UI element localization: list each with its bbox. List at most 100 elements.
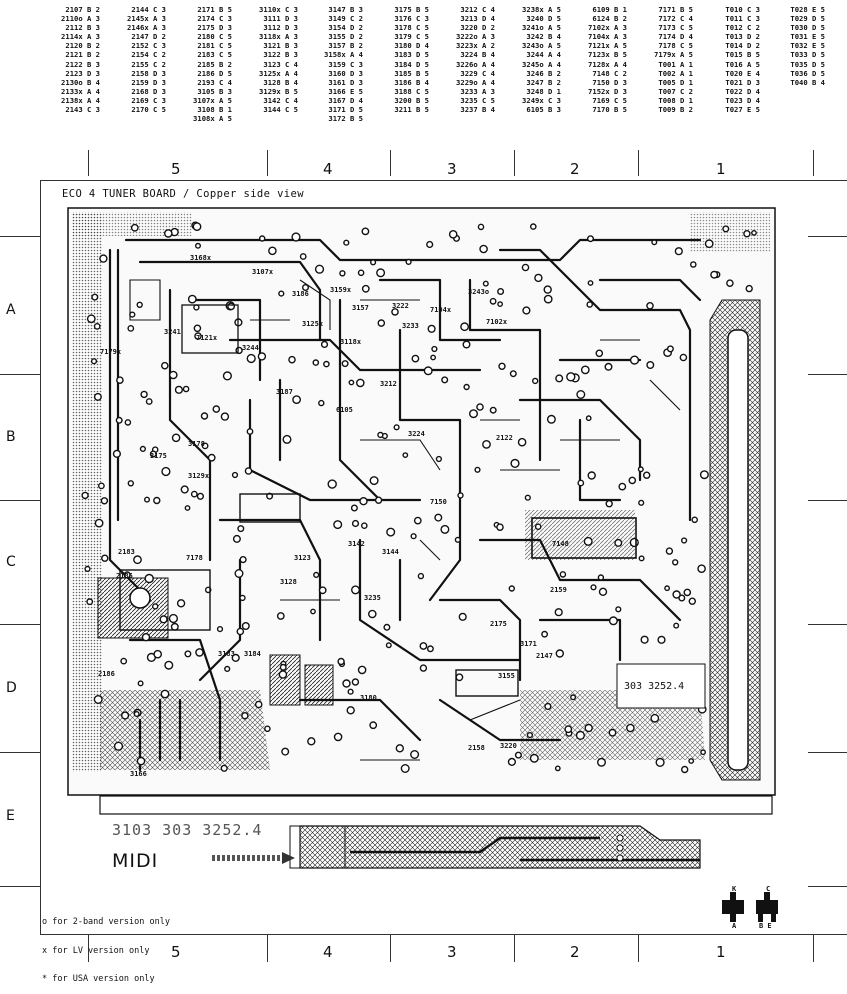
part-number-small: 303 3252.4 bbox=[624, 681, 685, 692]
component-ref-label: 2186 bbox=[98, 670, 115, 678]
solder-pad bbox=[745, 284, 753, 293]
solder-pad bbox=[149, 450, 157, 458]
solder-pad bbox=[140, 390, 148, 399]
solder-pad bbox=[351, 678, 360, 686]
solder-pad bbox=[587, 471, 596, 480]
solder-pad bbox=[201, 442, 209, 450]
index-entry: 2110o A 3 bbox=[61, 14, 100, 24]
index-entry: T015 B 5 bbox=[725, 50, 760, 60]
solder-pad bbox=[469, 409, 479, 419]
index-entry: T010 C 3 bbox=[725, 5, 760, 14]
index-entry: 2130o B 4 bbox=[61, 77, 100, 87]
index-entry: 7170 B 5 bbox=[592, 105, 627, 115]
zone-col-1-bottom: 1 bbox=[716, 943, 726, 961]
index-entry: 3246 B 2 bbox=[526, 68, 561, 78]
solder-pad bbox=[361, 227, 370, 236]
solder-pad bbox=[608, 616, 618, 626]
solder-pad bbox=[257, 352, 267, 361]
solder-pad bbox=[532, 377, 539, 385]
solder-pad bbox=[86, 598, 94, 606]
index-entry: 6124 B 2 bbox=[592, 14, 627, 24]
component-ref-label: 3183 bbox=[218, 650, 235, 658]
solder-pad bbox=[171, 433, 181, 443]
index-entry: 2181 C 5 bbox=[197, 41, 232, 51]
index-entry: 3223x A 2 bbox=[456, 41, 495, 51]
solder-pad bbox=[385, 642, 392, 649]
solder-pad bbox=[190, 490, 198, 498]
index-entry: 3229 C 4 bbox=[460, 68, 495, 78]
solder-pad bbox=[458, 612, 467, 621]
index-entry: 3247 B 2 bbox=[526, 77, 561, 87]
index-entry: 3200 B 5 bbox=[394, 95, 429, 105]
solder-pad bbox=[510, 458, 520, 469]
solder-pad bbox=[163, 229, 173, 238]
solder-pad bbox=[455, 673, 464, 682]
solder-pad bbox=[529, 753, 539, 763]
solder-pad bbox=[279, 663, 287, 671]
component-ref-label: 3128 bbox=[280, 578, 297, 586]
solder-pad bbox=[278, 290, 285, 297]
index-entry: 7123x B 5 bbox=[588, 50, 627, 60]
solder-pad bbox=[597, 574, 605, 581]
index-entry: 7171 B 5 bbox=[658, 5, 693, 14]
solder-pad bbox=[136, 756, 146, 766]
solder-pad bbox=[391, 308, 399, 316]
component-ref-label: 3166 bbox=[130, 770, 147, 778]
solder-pad bbox=[543, 285, 552, 294]
index-entry: 3220 D 2 bbox=[460, 23, 495, 33]
solder-pad bbox=[431, 345, 438, 353]
solder-pad bbox=[239, 555, 247, 564]
solder-pad bbox=[460, 322, 469, 332]
solder-pad bbox=[474, 466, 481, 473]
solder-pad bbox=[646, 361, 655, 370]
solder-pad bbox=[143, 496, 150, 503]
index-entry: T007 C 2 bbox=[658, 86, 693, 96]
solder-pad bbox=[426, 240, 434, 249]
solder-pad bbox=[127, 480, 135, 487]
solder-pad bbox=[544, 702, 552, 711]
solder-pad bbox=[489, 406, 497, 414]
solder-pad bbox=[184, 505, 191, 511]
solder-pad bbox=[751, 229, 757, 236]
index-entry: 2121 B 2 bbox=[65, 50, 100, 60]
component-ref-label: 3224 bbox=[408, 430, 425, 438]
solder-pad bbox=[307, 737, 316, 746]
solder-pad bbox=[207, 453, 216, 462]
solder-pad bbox=[377, 319, 386, 327]
index-entry: 3226o A 4 bbox=[456, 59, 495, 69]
index-entry: 2147 D 2 bbox=[131, 32, 166, 42]
solder-pad bbox=[395, 744, 404, 753]
solder-pad bbox=[666, 345, 674, 353]
index-entry: 3161 D 3 bbox=[328, 77, 363, 87]
solder-pad bbox=[640, 635, 649, 644]
index-entry: T031 E 5 bbox=[790, 32, 825, 42]
solder-pad bbox=[168, 613, 179, 624]
index-entry: 3112 D 3 bbox=[263, 23, 298, 33]
index-entry: 3149 C 2 bbox=[328, 14, 363, 24]
solder-pad bbox=[180, 485, 189, 494]
component-ref-label: 7121x bbox=[196, 334, 218, 342]
solder-pad bbox=[608, 728, 617, 737]
index-entry: 2159 D 3 bbox=[131, 77, 166, 87]
solder-pad bbox=[259, 235, 266, 242]
solder-pad bbox=[187, 294, 197, 304]
component-ref-label: 3107x bbox=[252, 268, 274, 276]
solder-pad bbox=[534, 273, 543, 283]
solder-pad bbox=[376, 268, 386, 278]
component-ref-label: 3178 bbox=[188, 440, 205, 448]
solder-pad bbox=[672, 590, 681, 599]
solder-pad bbox=[651, 239, 658, 246]
index-entry: 3222o A 3 bbox=[456, 32, 495, 42]
solder-pad bbox=[323, 360, 330, 368]
solder-pad bbox=[405, 258, 412, 266]
solder-pad bbox=[498, 362, 506, 370]
solder-pad bbox=[302, 284, 310, 292]
solder-pad bbox=[170, 622, 179, 631]
solder-pad bbox=[100, 497, 109, 505]
component-ref-label: 3186 bbox=[292, 290, 309, 298]
